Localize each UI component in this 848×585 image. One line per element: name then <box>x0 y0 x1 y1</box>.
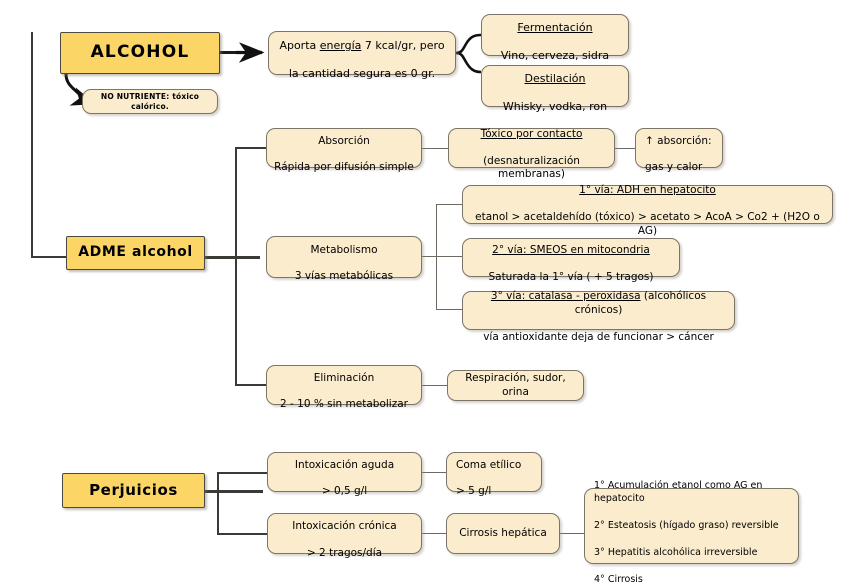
node-aporta-energia-line1-underlined: energía <box>319 38 362 52</box>
node-aumento-absorcion-line2: gas y calor <box>645 161 703 174</box>
node-intoxicacion-cronica-line1: Intoxicación crónica <box>292 520 397 533</box>
node-alcohol[interactable]: ALCOHOL <box>60 32 220 74</box>
node-aporta-energia-line1-post: 7 kcal/gr, pero <box>361 38 445 52</box>
node-absorcion[interactable]: Absorción Rápida por difusión simple <box>266 128 422 173</box>
connector-perjuicios-spine <box>217 473 219 535</box>
node-metabolismo[interactable]: Metabolismo 3 vías metabólicas <box>266 236 422 282</box>
node-via-3[interactable]: 3° vía: catalasa - peroxidasa (alcohólic… <box>462 290 735 343</box>
connector-alcohol-to-aporta <box>220 51 262 54</box>
node-etapas-higado[interactable]: 1° Acumulación etanol como AG en hepatoc… <box>584 480 799 585</box>
node-perjuicios-label: Perjuicios <box>89 480 178 499</box>
connector-perjuicios-out <box>205 490 263 493</box>
node-via-2-detail: Saturada la 1° vía ( + 5 tragos) <box>488 270 654 283</box>
node-via-3-detail: vía antioxidante deja de funcionar > cán… <box>483 330 714 343</box>
node-via-1[interactable]: 1° vía: ADH en hepatocito etanol > aceta… <box>462 184 833 237</box>
connector-metabolismo-out <box>422 256 446 257</box>
connector-toxico-to-aumento <box>615 148 635 149</box>
node-respiracion-sudor-orina[interactable]: Respiración, sudor, orina <box>447 370 584 401</box>
connector-metabolismo-to-via1 <box>436 204 462 205</box>
node-adme-alcohol[interactable]: ADME alcohol <box>66 236 205 270</box>
connector-left-spine-vertical <box>31 32 33 258</box>
connector-cronica-to-cirrosis <box>422 533 446 534</box>
connector-metabolismo-to-via3 <box>436 309 462 310</box>
node-adme-alcohol-label: ADME alcohol <box>78 244 193 261</box>
node-cirrosis-hepatica-label: Cirrosis hepática <box>459 526 547 539</box>
connector-adme-branch-spine <box>235 148 237 386</box>
node-aporta-energia[interactable]: Aporta energía 7 kcal/gr, pero la cantid… <box>268 31 456 80</box>
node-metabolismo-line1: Metabolismo <box>310 243 378 256</box>
node-via-3-title: 3° vía: catalasa - peroxidasa <box>490 290 641 303</box>
node-alcohol-label: ALCOHOL <box>90 42 190 63</box>
node-etapas-higado-item-3: 3° Hepatitis alcohólica irreversible <box>594 547 758 559</box>
connector-eliminacion-to-respiracion <box>422 385 447 386</box>
node-etapas-higado-item-2: 2° Esteatosis (hígado graso) reversible <box>594 520 779 532</box>
node-destilacion[interactable]: Destilación Whisky, vodka, ron <box>481 65 629 113</box>
node-metabolismo-line2: 3 vías metabólicas <box>294 270 394 283</box>
node-respiracion-sudor-orina-label: Respiración, sudor, orina <box>465 372 566 398</box>
node-via-3-title-post: (alcohólicos crónicos) <box>574 290 707 316</box>
node-toxico-por-contacto-detail: (desnaturalización membranas) <box>483 154 580 181</box>
node-absorcion-line1: Absorción <box>318 134 370 147</box>
node-intoxicacion-aguda-line1: Intoxicación aguda <box>294 458 395 471</box>
node-fermentacion-detail: Vino, cerveza, sidra <box>500 49 610 63</box>
node-destilacion-detail: Whisky, vodka, ron <box>502 100 608 114</box>
connector-metabolismo-to-via2 <box>436 256 462 257</box>
connector-aguda-to-coma <box>422 472 446 473</box>
connector-adme-to-eliminacion <box>235 384 266 386</box>
node-no-nutriente[interactable]: NO NUTRIENTE: tóxico calórico. <box>82 89 218 114</box>
node-eliminacion[interactable]: Eliminación 2 - 10 % sin metabolizar <box>266 365 422 410</box>
node-via-1-detail: etanol > acetaldehído (tóxico) > acetato… <box>475 211 820 237</box>
node-fermentacion[interactable]: Fermentación Vino, cerveza, sidra <box>481 14 629 62</box>
connector-adme-to-absorcion <box>235 147 266 149</box>
connector-perjuicios-to-aguda <box>217 472 267 474</box>
connector-absorcion-to-toxico <box>422 148 448 149</box>
node-intoxicacion-cronica-line2: > 2 tragos/día <box>306 546 383 559</box>
node-no-nutriente-label: NO NUTRIENTE: tóxico calórico. <box>100 91 200 111</box>
node-eliminacion-line1: Eliminación <box>313 371 375 384</box>
node-via-2[interactable]: 2° vía: SMEOS en mitocondria Saturada la… <box>462 238 680 283</box>
node-perjuicios[interactable]: Perjuicios <box>62 473 205 508</box>
connector-cirrosis-to-etapas <box>560 533 584 534</box>
node-via-1-title: 1° vía: ADH en hepatocito <box>579 184 716 197</box>
node-coma-etilico[interactable]: Coma etílico > 5 g/l <box>446 452 542 497</box>
node-aporta-energia-line2: la cantidad segura es 0 gr. <box>288 67 436 81</box>
node-toxico-por-contacto[interactable]: Tóxico por contacto (desnaturalización m… <box>448 127 615 180</box>
connector-perjuicios-to-cronica <box>217 533 267 535</box>
node-aumento-absorcion-line1: ↑ absorción: <box>645 134 712 147</box>
node-destilacion-title: Destilación <box>524 71 586 85</box>
node-eliminacion-line2: 2 - 10 % sin metabolizar <box>280 398 408 411</box>
connector-left-spine-to-adme <box>31 256 66 258</box>
node-cirrosis-hepatica[interactable]: Cirrosis hepática <box>446 513 560 554</box>
connector-adme-out <box>205 256 260 259</box>
node-toxico-por-contacto-title: Tóxico por contacto <box>480 127 583 140</box>
node-coma-etilico-line2: > 5 g/l <box>456 485 492 498</box>
node-via-2-title: 2° vía: SMEOS en mitocondria <box>492 244 650 257</box>
node-aporta-energia-line1-pre: Aporta <box>279 38 320 52</box>
node-fermentacion-title: Fermentación <box>517 20 593 34</box>
node-coma-etilico-line1: Coma etílico <box>456 458 522 471</box>
node-intoxicacion-aguda[interactable]: Intoxicación aguda > 0,5 g/l <box>267 452 422 497</box>
node-intoxicacion-aguda-line2: > 0,5 g/l <box>321 485 368 498</box>
node-aumento-absorcion[interactable]: ↑ absorción: gas y calor <box>635 128 723 173</box>
node-etapas-higado-item-4: 4° Cirrosis <box>594 574 643 585</box>
node-etapas-higado-item-1: 1° Acumulación etanol como AG en hepatoc… <box>594 479 763 505</box>
node-absorcion-line2: Rápida por difusión simple <box>274 161 414 174</box>
node-intoxicacion-cronica[interactable]: Intoxicación crónica > 2 tragos/día <box>267 513 422 559</box>
